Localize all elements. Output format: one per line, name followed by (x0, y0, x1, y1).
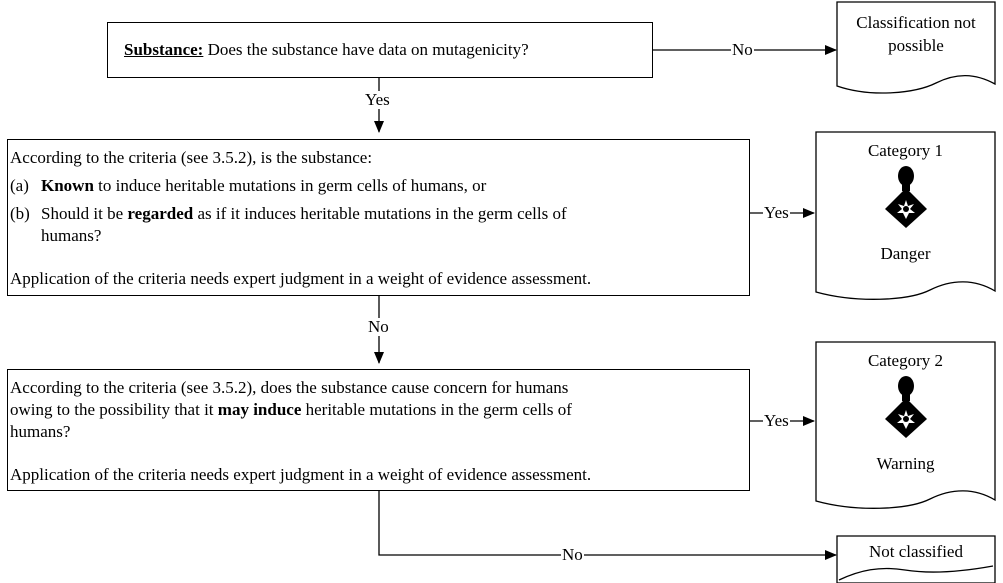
item-a-bold: Known (41, 176, 94, 195)
box1-item-b-line2: humans? (41, 226, 102, 245)
not-possible-line2: possible (888, 36, 944, 55)
start-decision-box: Substance: Does the substance have data … (107, 22, 653, 78)
box2-line1: According to the criteria (see 3.5.2), d… (10, 378, 569, 397)
not-classified-title: Not classified (869, 542, 963, 561)
category2-criteria-box: According to the criteria (see 3.5.2), d… (7, 369, 750, 491)
health-hazard-icon (885, 166, 927, 228)
start-question: Substance: Does the substance have data … (124, 39, 529, 60)
box1-item-a: (a) (10, 175, 29, 196)
label-yes-cat2: Yes (763, 411, 790, 430)
box2-line2-post: heritable mutations in the germ cells of (301, 400, 572, 419)
outcome-category1: Category 1 Danger (816, 132, 995, 282)
box2-line2-pre: owing to the possibility that it (10, 400, 218, 419)
category1-title: Category 1 (867, 141, 944, 160)
item-b-pre: Should it be (41, 204, 128, 223)
box1-item-b: (b) (10, 203, 30, 224)
not-possible-line1: Classification not (856, 13, 976, 32)
box2-line3: humans? (10, 422, 71, 441)
start-question-text: Does the substance have data on mutageni… (203, 40, 529, 59)
box1-note: Application of the criteria needs expert… (10, 269, 592, 288)
label-yes-cat1: Yes (763, 203, 790, 222)
box2-note: Application of the criteria needs expert… (10, 465, 592, 484)
substance-keyword: Substance: (124, 40, 204, 59)
outcome-not-possible-shape (836, 1, 996, 94)
category1-signal-word: Danger (880, 244, 931, 263)
outcome-category2: Category 2 Warning (816, 342, 995, 492)
item-b-post: as if it induces heritable mutations in … (193, 204, 567, 223)
label-yes-down: Yes (364, 90, 391, 109)
category1-criteria-box: According to the criteria (see 3.5.2), i… (7, 139, 750, 296)
item-a-rest: to induce heritable mutations in germ ce… (93, 176, 487, 195)
item-b-marker: (b) (10, 204, 30, 223)
box1-intro: According to the criteria (see 3.5.2), i… (10, 148, 373, 167)
box1-item-a-text: Known to induce heritable mutations in g… (41, 175, 486, 196)
outcome-not-classified: Not classified (837, 536, 995, 566)
label-no-bottom: No (561, 545, 584, 564)
item-b-bold: regarded (127, 204, 194, 223)
item-a-marker: (a) (10, 176, 29, 195)
outcome-not-possible: Classification not possible (837, 2, 995, 62)
label-no-down: No (367, 317, 390, 336)
health-hazard-icon (885, 376, 927, 438)
box1-item-b-text: Should it be regarded as if it induces h… (41, 203, 567, 224)
label-no-top: No (731, 40, 754, 59)
box2-line2: owing to the possibility that it may ind… (10, 399, 572, 420)
category2-signal-word: Warning (876, 454, 935, 473)
box2-line2-bold: may induce (217, 400, 302, 419)
category2-title: Category 2 (867, 351, 944, 370)
arrow-no-bottom (378, 491, 837, 560)
